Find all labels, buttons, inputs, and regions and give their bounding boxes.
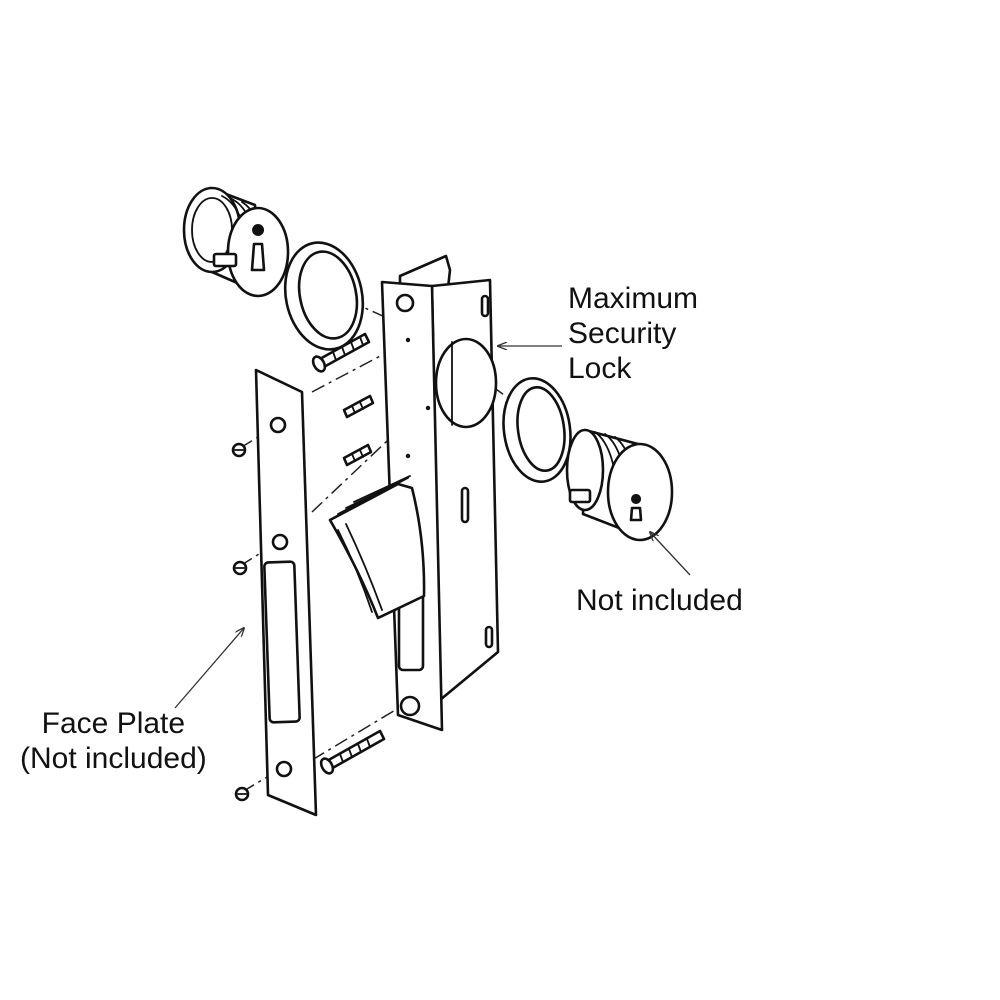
label-line-lock: Lock <box>568 352 632 385</box>
label-face-plate: Face Plate (Not included) <box>20 706 207 776</box>
label-arrows <box>174 346 691 709</box>
mounting-screw-bottom <box>319 729 386 775</box>
label-line-not-included-paren: (Not included) <box>20 742 207 775</box>
label-line-face-plate: Face Plate <box>41 707 186 740</box>
label-maximum-security-lock: Maximum Security Lock <box>568 281 698 386</box>
arrow-face-plate <box>174 628 244 709</box>
mounting-screw-top <box>311 332 371 373</box>
arrow-not-included <box>650 532 691 576</box>
face-plate <box>254 368 318 817</box>
mortise-cylinder-right <box>565 428 674 542</box>
label-line-security: Security <box>568 317 677 350</box>
cylinder-ring-right <box>502 377 572 483</box>
set-screw-lower <box>342 443 373 467</box>
label-not-included: Not included <box>576 584 743 617</box>
lock-case-back-plate <box>398 254 500 702</box>
cylinder-ring-left <box>283 241 365 351</box>
label-line-maximum: Maximum <box>568 282 699 315</box>
set-screw-upper <box>342 394 375 419</box>
deadbolt <box>328 475 426 620</box>
face-plate-screw-middle <box>232 560 248 576</box>
face-plate-screw-bottom <box>234 786 250 802</box>
face-plate-screw-top <box>231 442 247 458</box>
mortise-cylinder-left <box>182 186 290 298</box>
